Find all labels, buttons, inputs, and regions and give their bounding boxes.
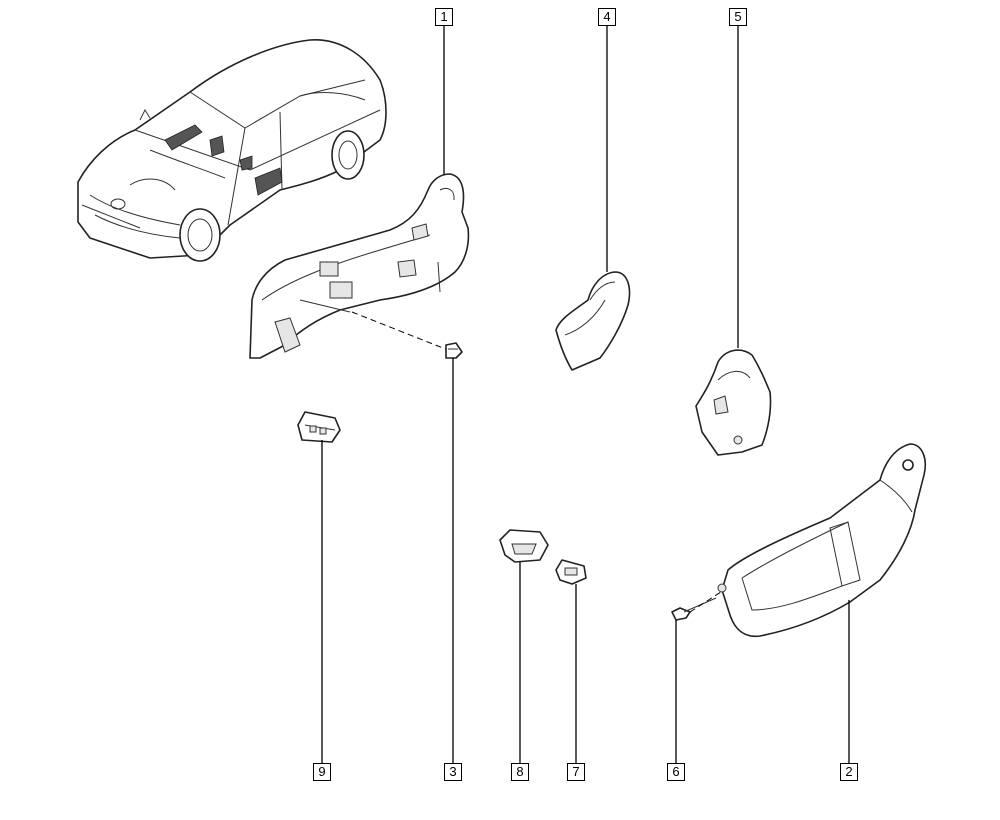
part-4-cover-cap xyxy=(555,271,631,371)
car-illustration xyxy=(77,39,387,262)
assembly-line-1-3 xyxy=(351,311,449,351)
callout-1: 1 xyxy=(435,8,453,26)
part-6-screw xyxy=(671,597,717,621)
part-8-handle xyxy=(499,529,549,563)
callout-2: 2 xyxy=(840,763,858,781)
callout-4: 4 xyxy=(598,8,616,26)
part-9-switch xyxy=(297,411,341,443)
callout-9: 9 xyxy=(313,763,331,781)
leader-lines xyxy=(321,26,850,763)
callout-5: 5 xyxy=(729,8,747,26)
part-5-cover xyxy=(695,349,772,456)
part-1-seat-side-trim xyxy=(249,173,470,359)
callout-6: 6 xyxy=(667,763,685,781)
callout-3: 3 xyxy=(444,763,462,781)
assembly-line-6-2 xyxy=(689,589,725,613)
callout-8: 8 xyxy=(511,763,529,781)
callout-7: 7 xyxy=(567,763,585,781)
part-2-seat-panel xyxy=(717,443,926,638)
part-3-clip xyxy=(445,342,463,359)
part-7-knob xyxy=(555,559,587,585)
